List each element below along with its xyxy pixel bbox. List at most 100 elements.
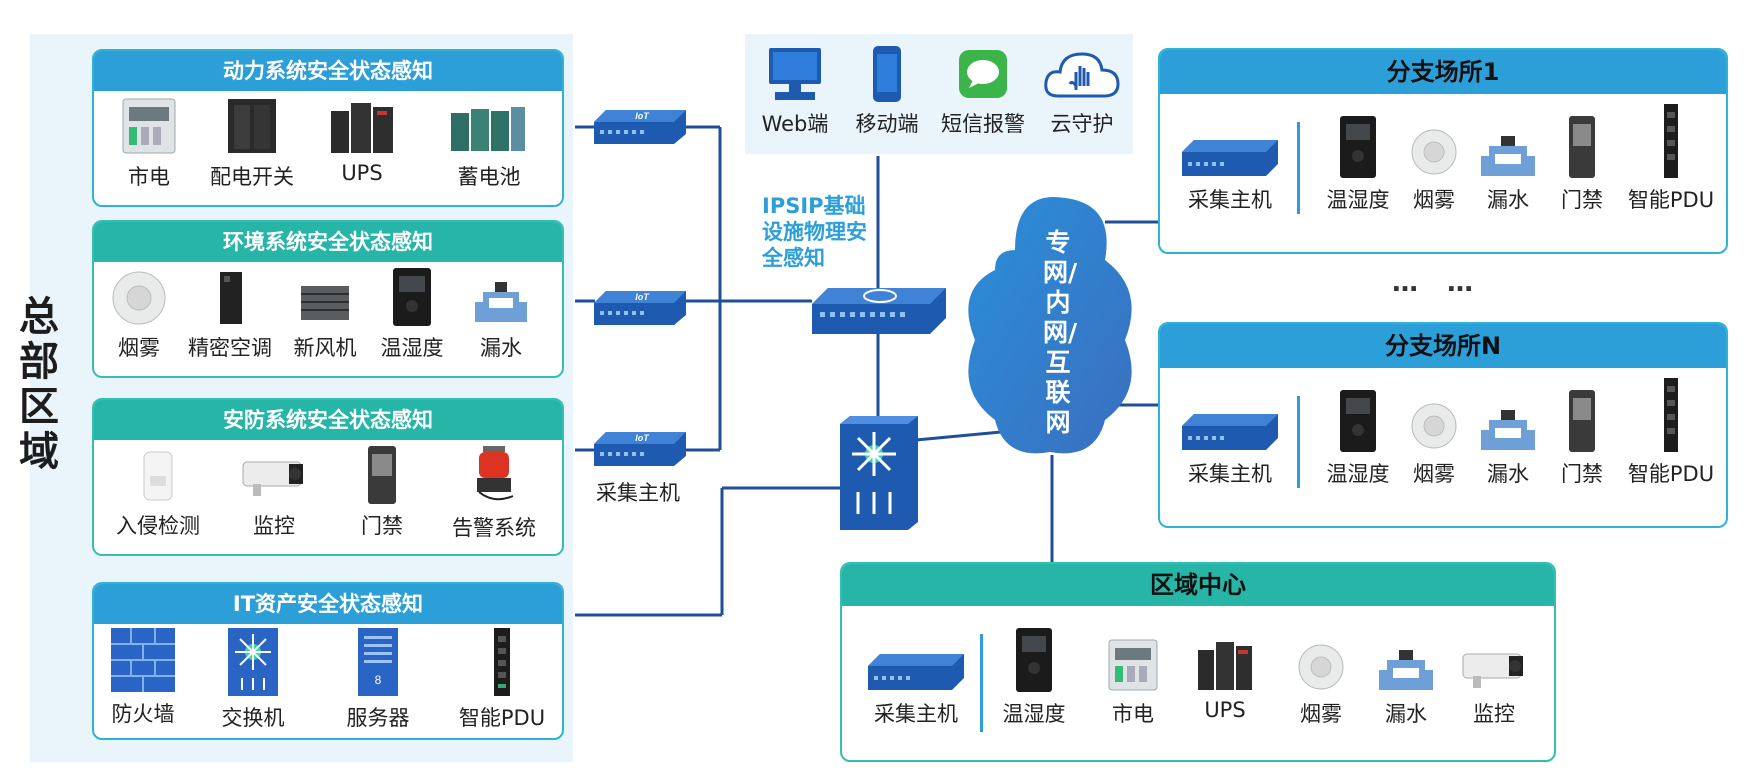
smart-pdu-item: 智能PDU: [452, 628, 552, 732]
region-temp-item: 温湿度: [994, 628, 1074, 728]
water-leak-sensor-icon: [1481, 136, 1535, 176]
ups-icon: [331, 103, 393, 153]
battery-item: 蓄电池: [444, 97, 534, 191]
web-terminal-item: Web端: [755, 46, 835, 138]
branch-1-collector-item: 采集主机: [1168, 138, 1292, 214]
ups-icon: [1198, 642, 1252, 690]
gateway-icon: [1182, 414, 1278, 450]
mobile-terminal-item: 移动端: [847, 46, 927, 138]
distribution-switch-item: 配电开关: [202, 97, 302, 191]
thermo-hygrometer-icon: [1340, 390, 1376, 452]
branch-1-leak-item: 漏水: [1476, 126, 1540, 214]
water-leak-sensor-icon: [475, 282, 527, 322]
precision-ac-item: 精密空调: [180, 268, 280, 362]
firewall-item: 防火墙: [108, 628, 178, 728]
it-asset-panel: IT资产安全状态感知 防火墙 交换机 8 服务器 智能PDU: [92, 582, 564, 740]
svg-text:IoT: IoT: [635, 292, 650, 302]
fresh-air-item: 新风机: [280, 268, 370, 362]
smart-pdu-icon: [1664, 378, 1678, 452]
sms-message-icon: [959, 50, 1007, 98]
smoke-detector-icon: [1411, 403, 1457, 449]
camera-icon: [242, 461, 303, 496]
access-control-icon: [1569, 390, 1595, 452]
branch-n-title: 分支场所N: [1160, 324, 1726, 368]
branch-1-title: 分支场所1: [1160, 50, 1726, 94]
branch-1-smoke-item: 烟雾: [1404, 126, 1464, 214]
region-leak-item: 漏水: [1372, 642, 1440, 728]
sms-alarm-item: 短信报警: [933, 46, 1033, 138]
switch-icon: [228, 628, 278, 696]
gateway-label: 采集主机: [596, 481, 680, 505]
hq-label: 总部区域: [19, 294, 59, 475]
mobile-phone-icon: [873, 46, 901, 102]
intrusion-item: 入侵检测: [108, 446, 208, 540]
gateway-icon: [868, 654, 964, 690]
water-leak-item: 漏水: [466, 268, 536, 362]
access-control-icon: [368, 446, 396, 504]
smoke-detector-icon: [1298, 644, 1344, 690]
mains-meter-icon: [1108, 639, 1158, 691]
security-panel-title: 安防系统安全状态感知: [94, 400, 562, 440]
branch-n-pdu-item: 智能PDU: [1618, 378, 1724, 488]
smoke-detector-icon: [112, 271, 166, 325]
power-panel: 动力系统安全状态感知 市电 配电开关 UPS 蓄电池: [92, 49, 564, 207]
branch-n-divider: [1297, 396, 1300, 488]
mains-power-item: 市电: [114, 97, 184, 191]
branch-1-pdu-item: 智能PDU: [1618, 104, 1724, 214]
water-leak-sensor-icon: [1379, 650, 1433, 690]
environment-panel-title: 环境系统安全状态感知: [94, 222, 562, 262]
water-leak-sensor-icon: [1481, 410, 1535, 450]
cloud-guard-icon: [1044, 52, 1120, 98]
svg-text:IoT: IoT: [635, 111, 650, 121]
camera-item: 监控: [234, 446, 314, 540]
precision-ac-icon: [220, 272, 242, 324]
svg-text:IoT: IoT: [635, 433, 650, 443]
access-item: 门禁: [342, 446, 422, 540]
battery-icon: [451, 107, 525, 151]
branch-n-smoke-item: 烟雾: [1404, 400, 1464, 488]
branch-1-divider: [1297, 122, 1300, 214]
region-ups-item: UPS: [1190, 638, 1260, 722]
region-center-title: 区域中心: [842, 564, 1554, 606]
cloud-guard-item: 云守护: [1041, 46, 1123, 138]
branch-n-access-item: 门禁: [1550, 390, 1614, 488]
gateway-icon-3: IoT: [594, 432, 686, 466]
svg-text:8: 8: [375, 673, 382, 687]
cloud-label: 专网/内网/互联网: [1043, 228, 1078, 437]
branch-n-panel: 分支场所N 采集主机 温湿度 烟雾 漏水 门禁 智能PDU: [1158, 322, 1728, 528]
branch-1-access-item: 门禁: [1550, 116, 1614, 214]
firewall-icon: [111, 628, 175, 692]
network-cloud-icon: [968, 197, 1132, 454]
region-center-panel: 区域中心 采集主机 温湿度 市电 UPS 烟雾 漏水 监控: [840, 562, 1556, 762]
intrusion-sensor-icon: [143, 451, 173, 501]
region-smoke-item: 烟雾: [1286, 642, 1356, 728]
fresh-air-unit-icon: [301, 286, 349, 320]
smoke-item: 烟雾: [104, 268, 174, 362]
gateway-icon-2: IoT: [594, 291, 686, 325]
ellipsis: … …: [1392, 268, 1484, 298]
access-control-icon: [1569, 116, 1595, 178]
region-collector-item: 采集主机: [854, 652, 978, 728]
branch-n-leak-item: 漏水: [1476, 400, 1540, 488]
smoke-detector-icon: [1411, 129, 1457, 175]
ups-item: UPS: [322, 97, 402, 185]
branch-n-collector-item: 采集主机: [1168, 412, 1292, 488]
camera-icon: [1462, 653, 1523, 688]
smart-pdu-icon: [494, 628, 510, 696]
branch-n-temp-item: 温湿度: [1318, 390, 1398, 488]
security-panel: 安防系统安全状态感知 入侵检测 监控 门禁 告警系统: [92, 398, 564, 556]
region-divider: [980, 634, 983, 732]
desktop-icon: [769, 48, 821, 100]
terminals-box: Web端 移动端 短信报警 云守护: [745, 34, 1133, 154]
core-switch-icon: [840, 416, 918, 530]
environment-panel: 环境系统安全状态感知 烟雾 精密空调 新风机 温湿度 漏水: [92, 220, 564, 378]
temp-humidity-item: 温湿度: [372, 268, 452, 362]
thermo-hygrometer-icon: [1340, 116, 1376, 178]
branch-1-temp-item: 温湿度: [1318, 116, 1398, 214]
branch-1-panel: 分支场所1 采集主机 温湿度 烟雾 漏水 门禁 智能PDU: [1158, 48, 1728, 254]
server-item: 8 服务器: [338, 628, 418, 732]
region-mains-item: 市电: [1098, 638, 1168, 728]
central-switch-icon: [812, 288, 946, 334]
alarm-item: 告警系统: [444, 444, 544, 542]
server-icon: 8: [358, 628, 398, 696]
